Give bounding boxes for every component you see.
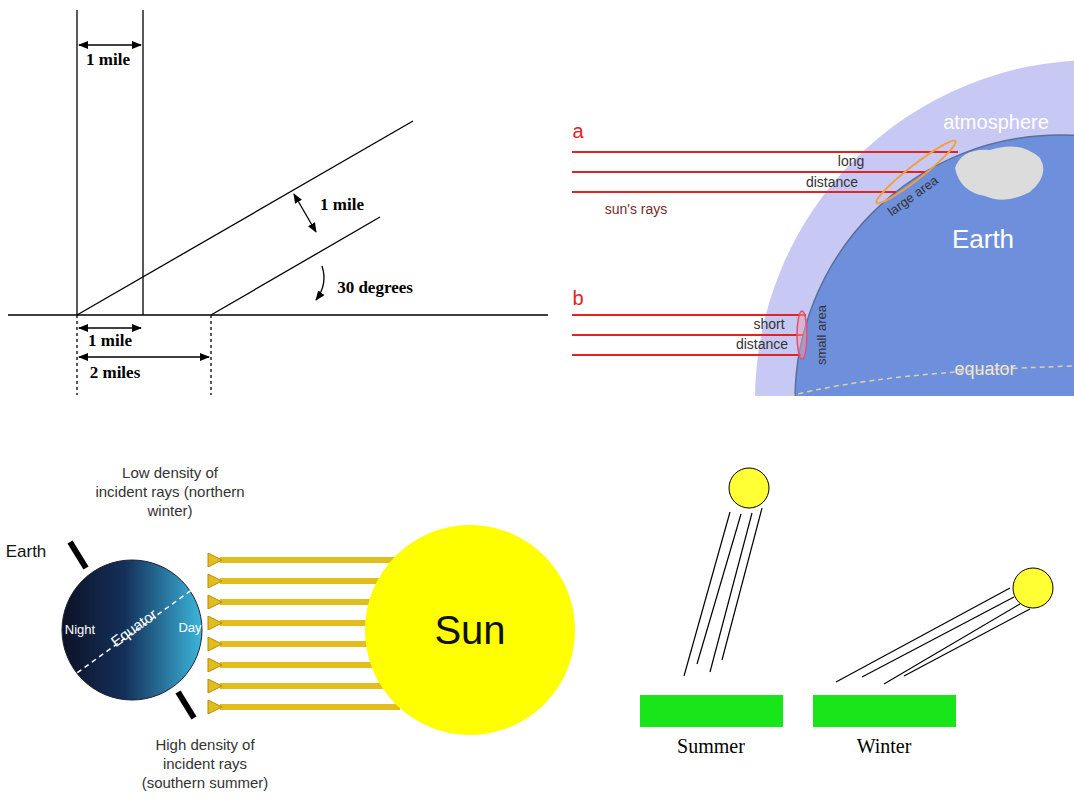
dimension-label: 2 miles [90, 363, 141, 383]
winter-rays [836, 588, 1030, 684]
ray [572, 151, 958, 153]
earth-label: Earth [952, 224, 1014, 255]
path-label: distance [806, 174, 858, 191]
ground-patch [813, 695, 956, 727]
geometry-lines [8, 10, 548, 395]
earth-globe: NightEquatorDay [42, 540, 222, 720]
ray-group-letter: a [572, 119, 583, 143]
vertical-ray [76, 10, 77, 315]
ray-arrow [220, 557, 400, 563]
season-label: Winter [857, 734, 912, 758]
sun-rays [572, 152, 958, 355]
equator-line [790, 366, 1074, 396]
ray [862, 597, 1014, 677]
night-label: Night [65, 622, 95, 638]
ray [884, 604, 1020, 684]
ray [572, 354, 801, 356]
season-figure [640, 468, 1053, 727]
angle-arrow [316, 266, 324, 300]
dimension-label: 1 mile [320, 195, 364, 215]
ray [722, 508, 762, 660]
globe-disc [62, 560, 202, 700]
axis-stub [70, 542, 86, 568]
ray-density-note: High density of incident rays (southern … [130, 736, 280, 792]
ray [684, 512, 730, 676]
vertical-ray [142, 10, 143, 315]
ray [572, 171, 925, 173]
sun-disc: Sun [365, 525, 575, 735]
ray-arrow [220, 704, 400, 710]
axis-stub [178, 692, 194, 718]
equator-label: equator [954, 359, 1015, 381]
ray [836, 588, 1010, 682]
slanted-ray [211, 217, 380, 315]
ray-arrow [220, 683, 400, 689]
ray-arrow [220, 578, 400, 584]
ray [710, 513, 752, 672]
path-label: distance [736, 336, 788, 353]
sun-label: Sun [434, 606, 505, 654]
ray-group-letter: b [572, 286, 583, 310]
rays-label: sun's rays [605, 201, 668, 218]
season-label: Summer [677, 734, 745, 758]
dimension-arrow [79, 44, 141, 45]
area-label: small area [814, 305, 830, 365]
dimension-label: 1 mile [88, 331, 132, 351]
atmosphere-label: atmosphere [943, 110, 1049, 134]
path-label: long [838, 153, 864, 170]
ray [697, 514, 741, 664]
ray-density-note: Low density of incident rays (northern w… [95, 464, 245, 520]
sun-symbol [729, 468, 769, 508]
dimension-arrow [79, 356, 209, 357]
dimension-label: 1 mile [86, 50, 130, 70]
path-label: short [753, 316, 784, 333]
dimension-arrow [294, 194, 316, 232]
angle-label: 30 degrees [337, 278, 413, 298]
earth-disc [795, 135, 1074, 396]
ground-line [8, 314, 548, 315]
ground-patch [640, 695, 783, 727]
dashed-guide [76, 315, 77, 395]
sun-symbol [1013, 568, 1053, 608]
ray [904, 609, 1030, 676]
dashed-guide [210, 315, 211, 395]
summer-rays [684, 508, 762, 676]
atmosphere-band [755, 60, 1074, 396]
slanted-ray [77, 121, 413, 315]
dimension-arrow [79, 327, 141, 328]
earth-label: Earth [6, 542, 47, 562]
day-label: Day [178, 620, 201, 636]
earth-atmosphere-figure [572, 60, 1074, 396]
ray [572, 191, 896, 193]
ice-cap [955, 146, 1043, 199]
small-area-outline [797, 311, 807, 359]
